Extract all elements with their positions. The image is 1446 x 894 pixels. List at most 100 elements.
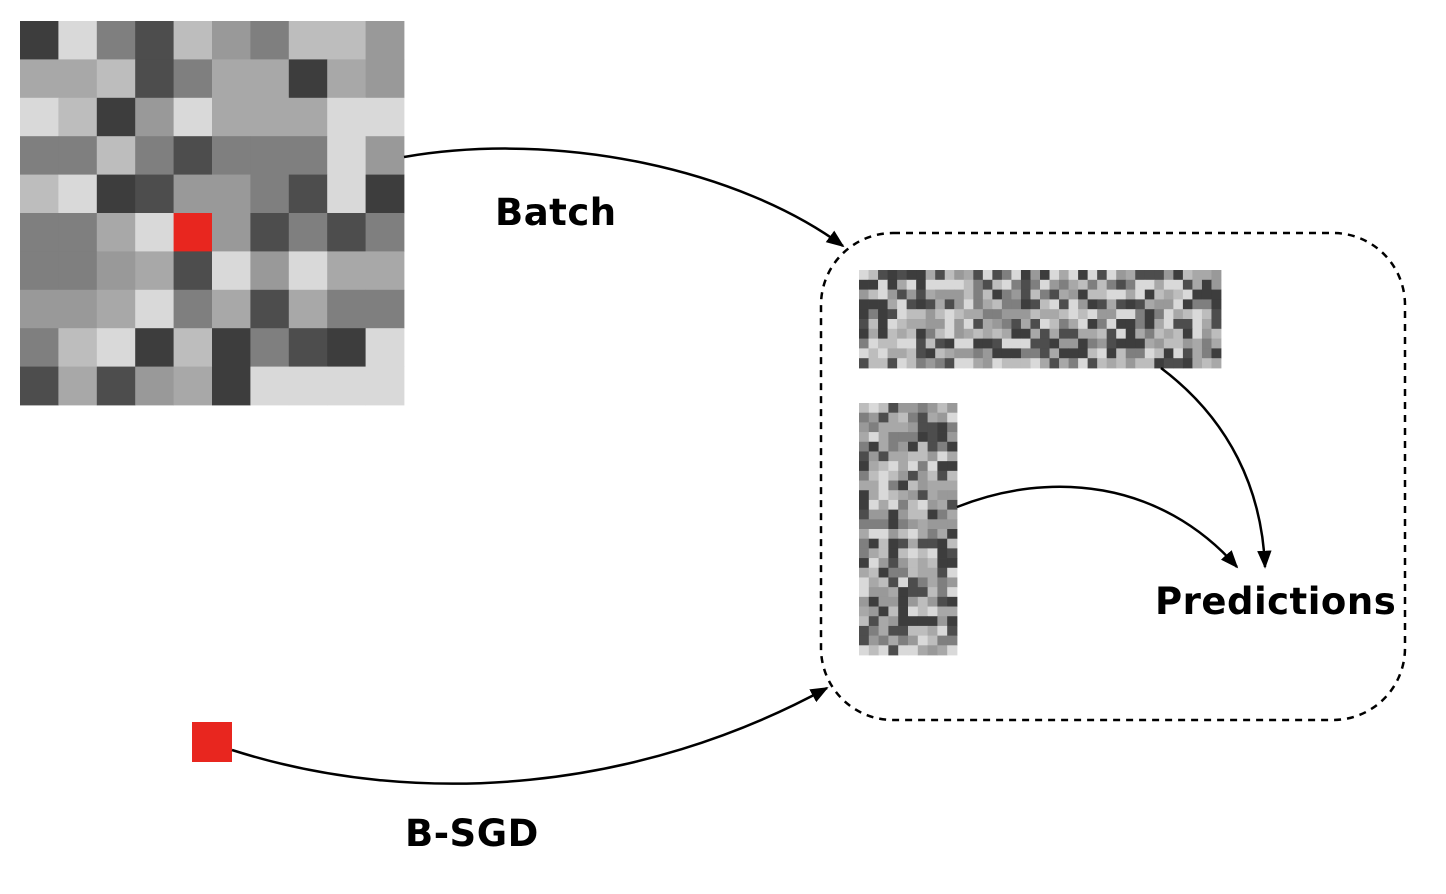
factor-cell [1049,279,1060,290]
factor-cell [859,358,869,369]
factor-cell [1211,289,1222,300]
factor-cell [927,461,938,472]
matrix-cell [58,251,98,291]
factor-cell [963,289,974,300]
factor-cell [1163,279,1174,290]
factor-cell [954,299,965,310]
factor-cell [906,299,917,310]
factor-cell [1097,299,1108,310]
factor-cell [1020,319,1031,330]
factor-cell [897,328,908,339]
factor-cell [1211,309,1222,320]
matrix-cell [20,59,59,99]
factor-cell [868,358,879,369]
factor-cell [1040,279,1050,290]
factor-cell [1135,358,1146,369]
factor-cell [947,567,958,578]
factor-cell [1182,328,1193,339]
matrix-cell [20,366,59,406]
factor-cell [982,358,993,369]
factor-cell [925,279,936,290]
factor-cell [1116,328,1127,339]
factor-cell [1173,299,1184,310]
factor-cell [908,403,919,414]
factor-cell [888,625,899,637]
factor-cell [887,338,898,349]
factor-cell [908,412,919,423]
matrix-cell [135,136,174,175]
factor-cell [1001,328,1012,339]
factor-cell [1011,348,1022,359]
factor-cell [878,412,889,423]
factor-cell [859,422,870,433]
factor-cell [917,558,928,569]
factor-cell [1125,348,1136,359]
factor-cell [1116,299,1127,310]
factor-cell [888,596,899,607]
factor-cell [1106,328,1117,339]
single-sample-cell [192,722,232,762]
factor-cell [868,606,879,617]
factor-cell [859,480,870,491]
factor-cell [937,577,948,588]
factor-cell [868,432,879,443]
factor-cell [1192,289,1203,300]
factor-cell [878,567,889,578]
factor-cell [878,606,889,617]
factor-cell [878,279,888,290]
factor-cell [859,328,869,339]
matrix-cell [250,174,290,214]
factor-cell [1173,358,1184,369]
factor-cell [992,338,1003,349]
factor-cell [1049,358,1060,369]
factor-cell [1125,279,1136,290]
factor-cell [1106,279,1117,290]
factor-cell [1173,348,1184,359]
factor-cell [859,348,869,359]
factor-cell [973,299,984,310]
factor-cell [1011,309,1022,320]
factor-cell [859,587,870,598]
factor-cell [888,577,899,588]
factor-cell [1154,289,1165,300]
factor-cell [917,577,928,588]
matrix-cell [365,174,405,214]
factor-cell [1097,348,1108,359]
factor-cell [1059,289,1069,300]
factor-cell [897,319,908,330]
factor-cell [1135,289,1146,300]
factor-cell [1049,299,1060,310]
factor-cell [954,279,965,290]
factor-cell [1020,299,1031,310]
factor-cell [1001,358,1012,369]
matrix-cell [135,251,174,291]
factor-cell [908,587,919,598]
factor-cell [878,645,889,656]
factor-cell [1125,319,1136,330]
factor-cell [1135,328,1146,339]
factor-cell [888,538,899,549]
factor-cell [897,348,908,359]
factor-cell [878,328,888,339]
factor-cell [927,490,938,501]
factor-cell [927,403,938,414]
factor-cell [917,548,928,559]
factor-cell [916,338,927,349]
matrix-cell [288,366,328,406]
factor-cell [878,270,888,281]
factor-cell [937,480,948,491]
factor-cell [897,309,908,320]
factor-cell [898,412,909,423]
factor-cell [1192,338,1203,349]
factor-cell [1116,338,1127,349]
factor-cell [868,499,879,511]
factor-cell [908,606,919,617]
factor-cell [927,596,938,607]
factor-cell [925,289,936,300]
factor-cell [1144,348,1155,359]
factor-cell [859,567,870,578]
factor-cell [868,328,879,339]
factor-cell [1030,338,1041,349]
factor-cell [937,587,948,598]
factor-cell [917,499,928,511]
